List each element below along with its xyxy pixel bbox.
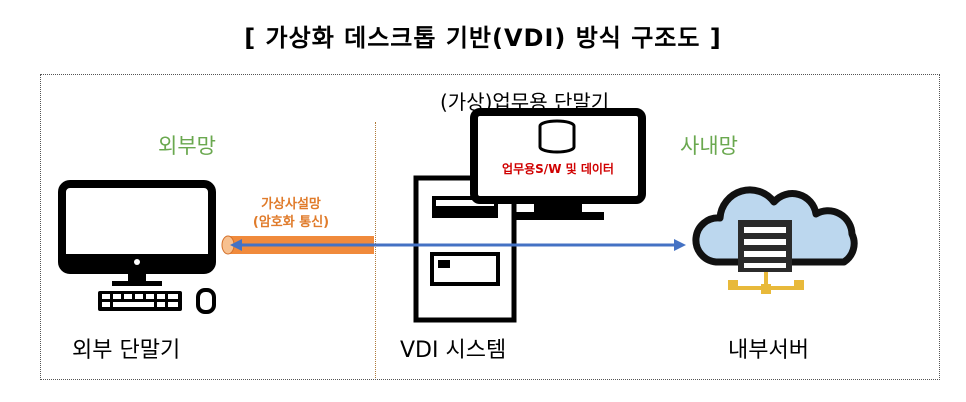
- vdi-system-label: VDI 시스템: [400, 338, 507, 363]
- diagram-frame: [40, 74, 940, 380]
- vpn-label: 가상사설망 (암호화 통신): [226, 196, 356, 232]
- external-terminal-icon: [58, 180, 216, 286]
- vpn-label-line1: 가상사설망: [261, 197, 321, 212]
- cloud-server-icon: [692, 186, 858, 294]
- virtual-terminal-monitor-icon: [470, 108, 646, 220]
- keyboard-icon: [98, 291, 182, 311]
- vpn-label-line2: (암호화 통신): [252, 215, 330, 230]
- virtual-terminal-screen-label: 업무용S/W 및 데이터: [502, 162, 614, 176]
- internal-zone-label: 사내망: [680, 134, 738, 158]
- connection-arrow: [230, 239, 686, 251]
- internal-server-label: 내부서버: [728, 338, 809, 363]
- mouse-icon: [196, 288, 216, 314]
- zone-divider: [375, 122, 376, 378]
- external-terminal-label: 외부 단말기: [72, 338, 181, 363]
- database-icon: [538, 119, 576, 154]
- external-zone-label: 외부망: [158, 134, 216, 158]
- diagram-title: [ 가상화 데스크톱 기반(VDI) 방식 구조도 ]: [244, 24, 722, 52]
